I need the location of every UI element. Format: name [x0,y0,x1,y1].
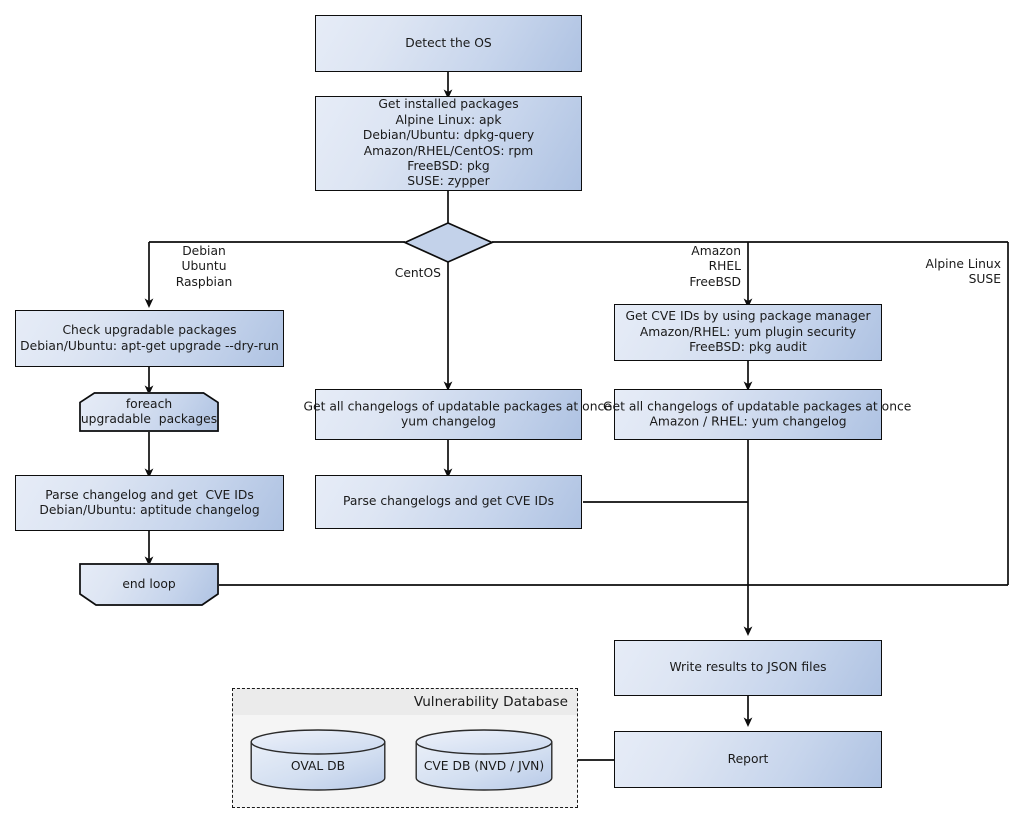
database-cve-db[interactable]: CVE DB (NVD / JVN) [415,729,553,791]
node-end-loop-label: end loop [122,576,176,591]
node-write-results-json[interactable]: Write results to JSON files [614,640,882,696]
node-changelogs-rhel-label: Get all changelogs of updatable packages… [603,399,912,429]
node-parse-changelogs-centos-label: Parse changelogs and get CVE IDs [343,494,554,509]
vulnerability-database-title: Vulnerability Database [233,689,577,715]
node-foreach-loop-label: foreach upgradable packages [80,396,218,426]
cve-db-label: CVE DB (NVD / JVN) [423,759,545,773]
edge-label-centos-branch: CentOS [394,266,441,280]
node-foreach-loop[interactable]: foreach upgradable packages [79,392,219,432]
node-detect-os-label: Detect the OS [405,35,492,50]
end-loop-outline [79,563,219,606]
node-check-upgradable-packages-label: Check upgradable packages Debian/Ubuntu:… [20,323,279,353]
node-check-upgradable-packages[interactable]: Check upgradable packages Debian/Ubuntu:… [15,310,284,367]
oval-db-cylinder-shape [250,729,386,791]
edge-label-alpine-branch: Alpine Linux SUSE [925,257,1001,287]
foreach-loop-outline [79,392,219,432]
node-end-loop[interactable]: end loop [79,563,219,606]
node-report[interactable]: Report [614,731,882,788]
database-oval-db[interactable]: OVAL DB [250,729,386,791]
node-changelogs-centos[interactable]: Get all changelogs of updatable packages… [304,389,612,440]
node-get-installed-packages-label: Get installed packages Alpine Linux: apk… [362,97,535,189]
node-changelogs-centos-label: Get all changelogs of updatable packages… [303,399,612,429]
node-get-cve-ids-package-manager[interactable]: Get CVE IDs by using package manager Ama… [614,304,882,361]
node-parse-changelogs-centos[interactable]: Parse changelogs and get CVE IDs [315,475,582,529]
node-parse-changelog-debian[interactable]: Parse changelog and get CVE IDs Debian/U… [15,475,284,531]
edge-label-amazon-branch: Amazon RHEL FreeBSD [689,244,741,289]
end-loop-shape [79,563,219,606]
cve-db-cylinder-shape [415,729,553,791]
edge-label-debian-branch: Debian Ubuntu Raspbian [175,244,233,289]
node-detect-os[interactable]: Detect the OS [315,15,582,72]
node-parse-changelog-debian-label: Parse changelog and get CVE IDs Debian/U… [39,487,260,517]
decision-diamond [402,222,495,263]
node-get-cve-ids-package-manager-label: Get CVE IDs by using package manager Ama… [625,309,871,355]
node-report-label: Report [727,751,769,766]
node-get-installed-packages[interactable]: Get installed packages Alpine Linux: apk… [315,96,582,191]
foreach-loop-shape [79,392,219,432]
node-write-results-json-label: Write results to JSON files [669,660,827,675]
node-changelogs-rhel[interactable]: Get all changelogs of updatable packages… [603,389,911,440]
oval-db-label: OVAL DB [290,759,346,773]
